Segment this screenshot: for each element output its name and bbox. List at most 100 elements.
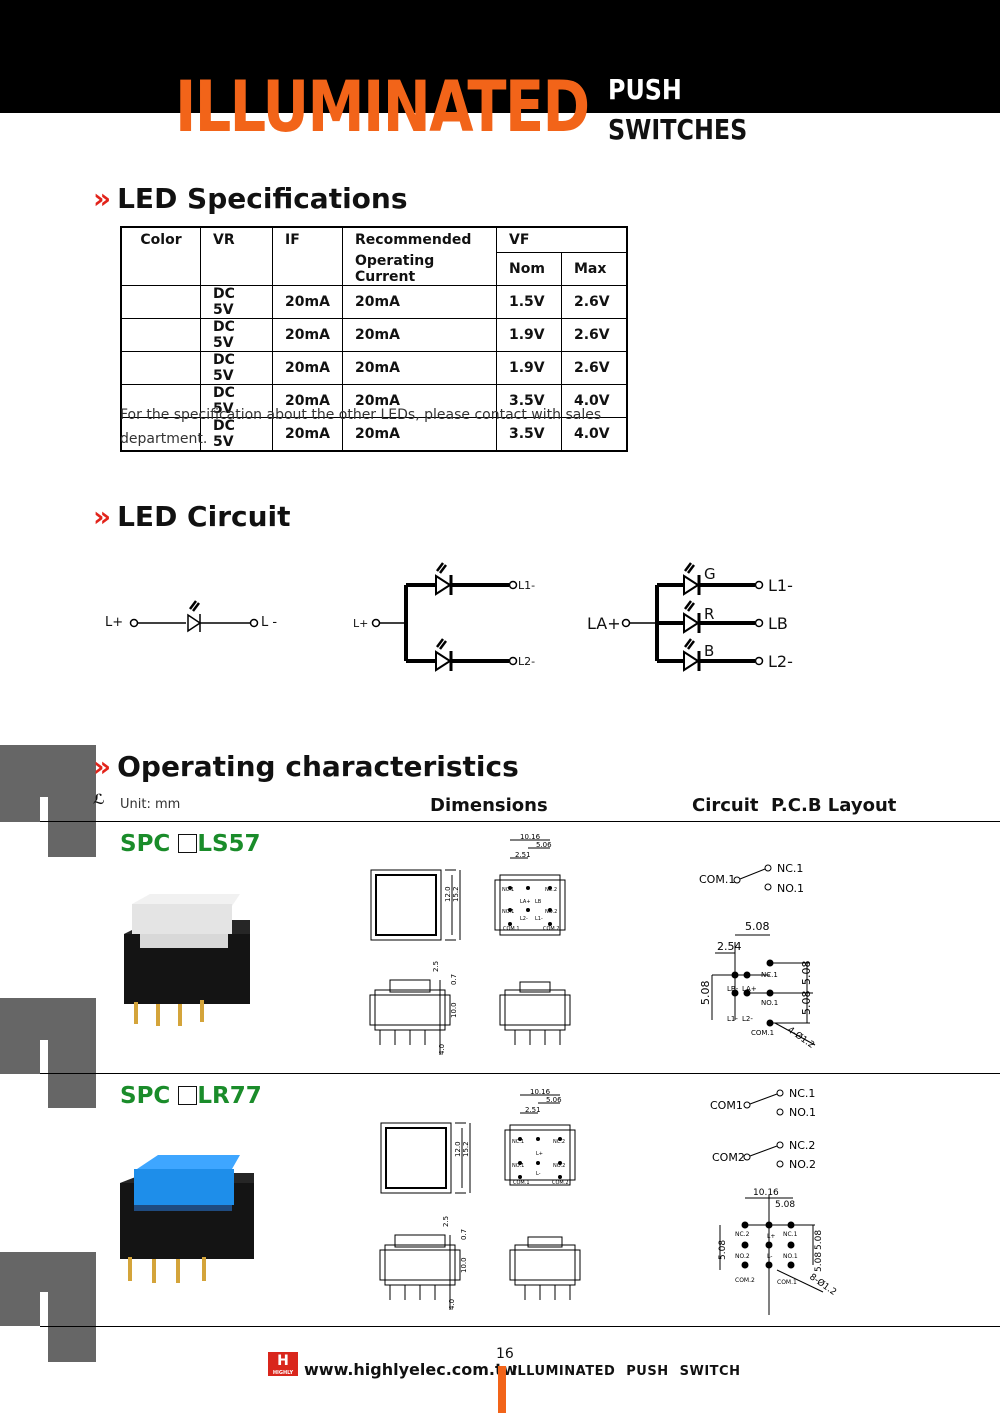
svg-text:NC.2: NC.2: [735, 1231, 750, 1238]
c1-right: L -: [261, 615, 278, 630]
product-1-title: SPC LS57: [120, 831, 261, 857]
svg-text:COM.1: COM.1: [751, 1029, 774, 1037]
svg-text:2.5: 2.5: [432, 961, 440, 972]
svg-text:NO.2: NO.2: [789, 1158, 816, 1171]
product-1-photo: [124, 894, 250, 1026]
svg-text:LA+: LA+: [520, 899, 531, 905]
svg-text:NC.1: NC.1: [789, 1087, 815, 1100]
product-1-dimensions: 10.16 5.06 2.51 12.0 15.2 2.5 0.7 10.0 4…: [369, 833, 571, 1055]
svg-text:L-: L-: [767, 1253, 772, 1260]
svg-text:NC.1: NC.1: [512, 1139, 524, 1145]
title-push: PUSH: [608, 73, 682, 106]
pcb-header: Circuit P.C.B Layout: [692, 795, 897, 816]
svg-text:L2-: L2-: [742, 1015, 753, 1023]
page-number: 16: [496, 1346, 514, 1362]
svg-text:L+: L+: [767, 1233, 775, 1240]
svg-text:5.08: 5.08: [775, 1200, 795, 1210]
svg-text:10.16: 10.16: [753, 1188, 779, 1198]
svg-text:5.08: 5.08: [699, 981, 712, 1006]
svg-text:NC.1: NC.1: [761, 971, 778, 979]
svg-text:12.0: 12.0: [444, 886, 452, 902]
svg-text:NC.1: NC.1: [502, 887, 514, 893]
svg-text:COM.1: COM.1: [699, 873, 735, 886]
c3-g: G: [704, 565, 716, 583]
c3-b: B: [704, 642, 715, 660]
svg-text:L1-: L1-: [535, 916, 543, 922]
svg-text:L-: L-: [536, 1171, 541, 1177]
svg-text:NO.1: NO.1: [502, 909, 514, 915]
svg-text:LA+: LA+: [742, 985, 757, 993]
product-1-pcb-layout: COM.1 NC.1 NO.1 5.08 2.54 5.08 5.08 5.08…: [699, 862, 816, 1051]
deco-block: [0, 998, 96, 1040]
svg-text:2.5: 2.5: [442, 1216, 450, 1227]
c2-left: L+: [353, 617, 369, 630]
svg-text:0.7: 0.7: [460, 1229, 468, 1240]
svg-text:8-Ø1.2: 8-Ø1.2: [807, 1271, 838, 1297]
svg-text:15.2: 15.2: [452, 886, 460, 902]
svg-text:NO.2: NO.2: [553, 1163, 565, 1169]
footer-accent-bar: [498, 1366, 506, 1413]
divider: [40, 821, 1000, 822]
footer-url[interactable]: www.highlyelec.com.tw: [304, 1360, 518, 1379]
c3-out3: L2-: [768, 652, 793, 671]
c2-bottom: L2-: [518, 655, 536, 668]
svg-text:COM.1: COM.1: [777, 1279, 797, 1286]
unit-label: Unit: mm: [120, 797, 181, 812]
section-led-circuit: »LED Circuit: [93, 500, 291, 533]
spec-table: Color VR IF Recommended VF Operating Cur…: [120, 226, 628, 452]
header-bar: [0, 0, 1000, 113]
svg-text:LB: LB: [535, 899, 542, 905]
svg-text:12.0: 12.0: [454, 1141, 462, 1157]
svg-text:NO.1: NO.1: [789, 1106, 816, 1119]
divider: [40, 1073, 1000, 1074]
svg-text:0.7: 0.7: [450, 974, 458, 985]
svg-text:5.08: 5.08: [745, 920, 770, 933]
svg-text:L+: L+: [536, 1151, 543, 1157]
svg-text:NC.2: NC.2: [545, 887, 557, 893]
product-2-pcb-layout: COM1 NC.1 NO.1 COM2 NC.2 NO.2 10.16 5.08…: [710, 1087, 838, 1315]
svg-text:COM.1: COM.1: [503, 926, 520, 932]
product-2-dimensions: 10.16 5.06 2.51 12.0 15.2 2.5 0.7 10.0 4…: [379, 1088, 581, 1310]
svg-text:5.08: 5.08: [814, 1252, 824, 1272]
svg-text:COM1: COM1: [710, 1099, 743, 1112]
svg-text:4-Ø1.2: 4-Ø1.2: [785, 1024, 816, 1050]
svg-text:10.0: 10.0: [460, 1257, 468, 1273]
svg-text:2.54: 2.54: [717, 940, 742, 953]
c3-r: R: [704, 605, 715, 623]
svg-text:5.06: 5.06: [546, 1096, 562, 1104]
svg-text:2.51: 2.51: [515, 851, 531, 859]
dimensions-header: Dimensions: [430, 795, 548, 816]
svg-text:NO.2: NO.2: [545, 909, 557, 915]
svg-text:NO.1: NO.1: [777, 882, 804, 895]
spec-note: For the specification about the other LE…: [120, 407, 602, 447]
divider: [40, 1326, 1000, 1327]
c3-left: LA+: [587, 614, 621, 633]
product-2-photo: [120, 1155, 254, 1283]
svg-text:COM2: COM2: [712, 1151, 745, 1164]
svg-text:10.16: 10.16: [530, 1088, 551, 1096]
svg-text:5.08: 5.08: [800, 961, 813, 986]
section-led-specs: »LED Specifications: [93, 182, 408, 215]
svg-text:NO.1: NO.1: [512, 1163, 524, 1169]
svg-text:NC.2: NC.2: [789, 1139, 815, 1152]
title-switches: SWITCHES: [608, 113, 748, 146]
svg-text:5.06: 5.06: [536, 841, 552, 849]
svg-text:NC.2: NC.2: [553, 1139, 565, 1145]
svg-text:NO.1: NO.1: [783, 1253, 798, 1260]
svg-text:COM.2: COM.2: [543, 926, 560, 932]
c3-out2: LB: [768, 614, 788, 633]
svg-text:LB-: LB-: [727, 985, 739, 993]
svg-text:COM.1: COM.1: [513, 1180, 530, 1186]
led-circuit-diagram: [129, 562, 764, 672]
footer-tag: ILLUMINATED PUSH SWITCH: [512, 1364, 741, 1379]
section-operating: »Operating characteristics: [93, 750, 519, 783]
product-2-title: SPC LR77: [120, 1083, 262, 1109]
svg-text:5.08: 5.08: [800, 991, 813, 1016]
svg-text:2.51: 2.51: [525, 1106, 541, 1114]
deco-block: [0, 1252, 96, 1292]
